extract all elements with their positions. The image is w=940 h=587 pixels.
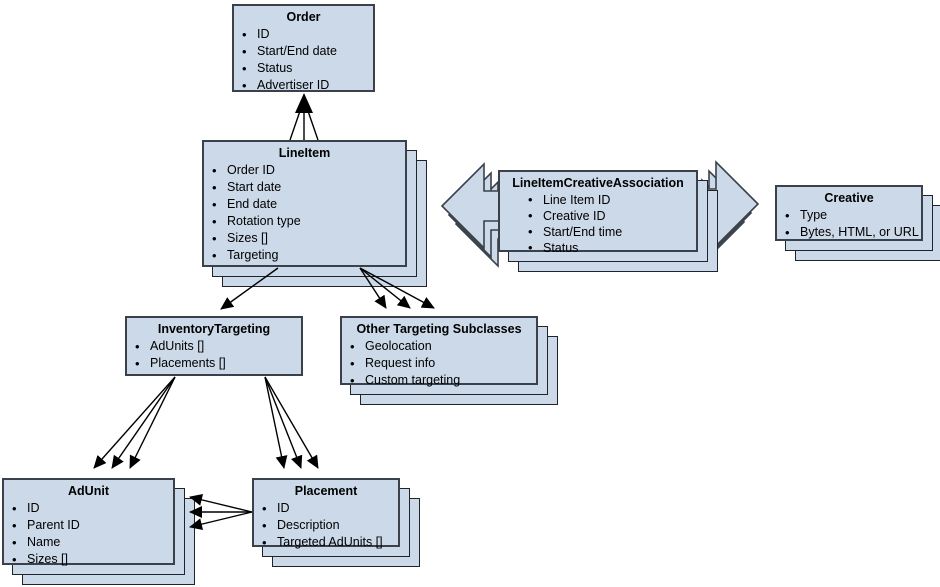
entity-title: LineItemCreativeAssociation bbox=[512, 176, 684, 190]
entity-line-item: LineItem Order IDStart dateEnd dateRotat… bbox=[202, 140, 427, 287]
entity-attributes: AdUnits []Placements [] bbox=[127, 338, 301, 372]
attribute-item: Status bbox=[242, 60, 373, 77]
attribute-item: Start date bbox=[212, 179, 405, 196]
attribute-item: Start/End date bbox=[242, 43, 373, 60]
attribute-item: Start/End time bbox=[528, 224, 696, 240]
entity-title: Other Targeting Subclasses bbox=[356, 322, 522, 336]
entity-box: Creative TypeBytes, HTML, or URL bbox=[775, 185, 923, 241]
attribute-item: AdUnits [] bbox=[135, 338, 301, 355]
entity-box: Other Targeting Subclasses GeolocationRe… bbox=[340, 316, 538, 389]
attribute-item: Targeting bbox=[212, 247, 405, 264]
entity-other-targeting-subclasses: Other Targeting Subclasses GeolocationRe… bbox=[340, 316, 558, 405]
attribute-item: ID bbox=[12, 500, 173, 517]
entity-attributes: TypeBytes, HTML, or URL bbox=[777, 207, 921, 241]
attribute-item: Geolocation bbox=[350, 338, 536, 355]
entity-creative: Creative TypeBytes, HTML, or URL bbox=[775, 185, 940, 261]
attribute-item: Sizes [] bbox=[212, 230, 405, 247]
entity-attributes: Line Item IDCreative IDStart/End timeSta… bbox=[500, 192, 696, 256]
attribute-item: ID bbox=[262, 500, 398, 517]
entity-box: InventoryTargeting AdUnits []Placements … bbox=[125, 316, 303, 376]
attribute-item: Creative ID bbox=[528, 208, 696, 224]
entity-title: AdUnit bbox=[68, 484, 109, 498]
attribute-item: Advertiser ID bbox=[242, 77, 373, 94]
attribute-item: End date bbox=[212, 196, 405, 213]
attribute-item: Rotation type bbox=[212, 213, 405, 230]
attribute-item: Sizes [] bbox=[12, 551, 173, 568]
entity-attributes: Order IDStart dateEnd dateRotation typeS… bbox=[204, 162, 405, 264]
attribute-item: Placements [] bbox=[135, 355, 301, 372]
entity-box: LineItem Order IDStart dateEnd dateRotat… bbox=[202, 140, 407, 267]
entity-attributes: IDParent IDNameSizes [] bbox=[4, 500, 173, 568]
entity-title: Creative bbox=[824, 191, 874, 205]
entity-box: LineItemCreativeAssociation Line Item ID… bbox=[498, 170, 698, 256]
entity-attributes: GeolocationRequest infoCustom targeting bbox=[342, 338, 536, 389]
attribute-item: Description bbox=[262, 517, 398, 534]
attribute-item: Bytes, HTML, or URL bbox=[785, 224, 921, 241]
attribute-item: Targeted AdUnits [] bbox=[262, 534, 398, 551]
entity-attributes: IDStart/End dateStatusAdvertiser ID bbox=[234, 26, 373, 94]
entity-title: LineItem bbox=[278, 146, 331, 160]
attribute-item: Status bbox=[528, 240, 696, 256]
attribute-item: Parent ID bbox=[12, 517, 173, 534]
attribute-item: Order ID bbox=[212, 162, 405, 179]
attribute-item: ID bbox=[242, 26, 373, 43]
entity-order: Order IDStart/End dateStatusAdvertiser I… bbox=[232, 4, 375, 94]
entity-placement: Placement IDDescriptionTargeted AdUnits … bbox=[252, 478, 420, 567]
entity-attributes: IDDescriptionTargeted AdUnits [] bbox=[254, 500, 398, 551]
entity-box: AdUnit IDParent IDNameSizes [] bbox=[2, 478, 175, 568]
attribute-item: Type bbox=[785, 207, 921, 224]
entity-box: Placement IDDescriptionTargeted AdUnits … bbox=[252, 478, 400, 551]
entity-inventory-targeting: InventoryTargeting AdUnits []Placements … bbox=[125, 316, 303, 376]
entity-ad-unit: AdUnit IDParent IDNameSizes [] bbox=[2, 478, 195, 585]
entity-title: InventoryTargeting bbox=[157, 322, 271, 336]
attribute-item: Request info bbox=[350, 355, 536, 372]
attribute-item: Line Item ID bbox=[528, 192, 696, 208]
attribute-item: Custom targeting bbox=[350, 372, 536, 389]
attribute-item: Name bbox=[12, 534, 173, 551]
entity-title: Order bbox=[286, 10, 321, 24]
entity-title: Placement bbox=[294, 484, 358, 498]
entity-box: Order IDStart/End dateStatusAdvertiser I… bbox=[232, 4, 375, 94]
entity-line-item-creative-association: LineItemCreativeAssociation Line Item ID… bbox=[498, 170, 718, 272]
